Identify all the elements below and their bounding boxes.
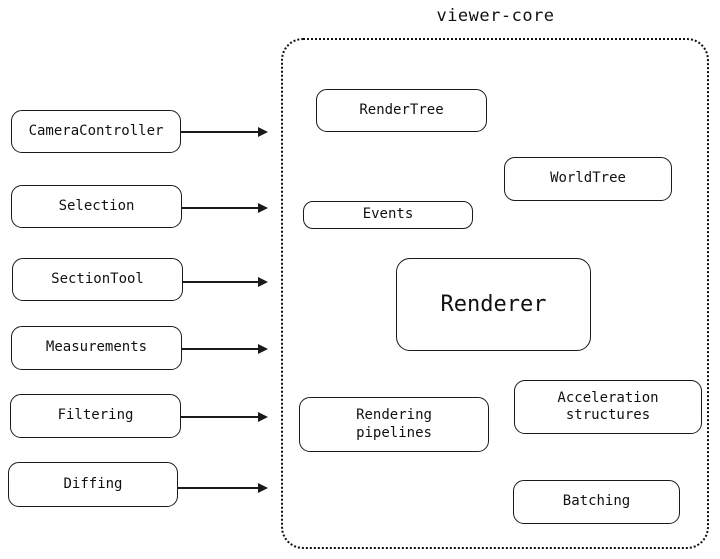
node-world-tree[interactable]: WorldTree — [504, 157, 672, 201]
node-selection[interactable]: Selection — [11, 185, 182, 228]
arrow-section-tool-to-core — [183, 276, 268, 287]
node-section-tool[interactable]: SectionTool — [12, 258, 183, 301]
arrow-head-icon — [258, 276, 268, 287]
arrow-shaft — [181, 131, 259, 133]
arrow-filtering-to-core — [181, 411, 268, 422]
node-camera-controller[interactable]: CameraController — [11, 110, 181, 153]
arrow-head-icon — [258, 482, 268, 493]
node-diffing[interactable]: Diffing — [8, 462, 178, 507]
node-acceleration-structures[interactable]: Acceleration structures — [514, 380, 702, 434]
node-rendering-pipelines[interactable]: Rendering pipelines — [299, 397, 489, 452]
arrow-head-icon — [258, 202, 268, 213]
arrow-shaft — [182, 348, 259, 350]
node-batching[interactable]: Batching — [513, 480, 680, 524]
arrow-shaft — [181, 416, 259, 418]
node-render-tree[interactable]: RenderTree — [316, 89, 487, 132]
node-events[interactable]: Events — [303, 201, 473, 229]
arrow-head-icon — [258, 343, 268, 354]
arrow-camera-controller-to-core — [181, 126, 268, 137]
arrow-diffing-to-core — [178, 482, 268, 493]
node-renderer[interactable]: Renderer — [396, 258, 591, 351]
arrow-measurements-to-core — [182, 343, 268, 354]
arrow-head-icon — [258, 126, 268, 137]
viewer-core-boundary — [281, 38, 709, 549]
arrow-selection-to-core — [182, 202, 268, 213]
node-filtering[interactable]: Filtering — [10, 394, 181, 438]
arrow-shaft — [182, 207, 259, 209]
arrow-head-icon — [258, 411, 268, 422]
group-title: viewer-core — [436, 6, 555, 26]
arrow-shaft — [178, 487, 259, 489]
node-measurements[interactable]: Measurements — [11, 326, 182, 370]
arrow-shaft — [183, 281, 259, 283]
